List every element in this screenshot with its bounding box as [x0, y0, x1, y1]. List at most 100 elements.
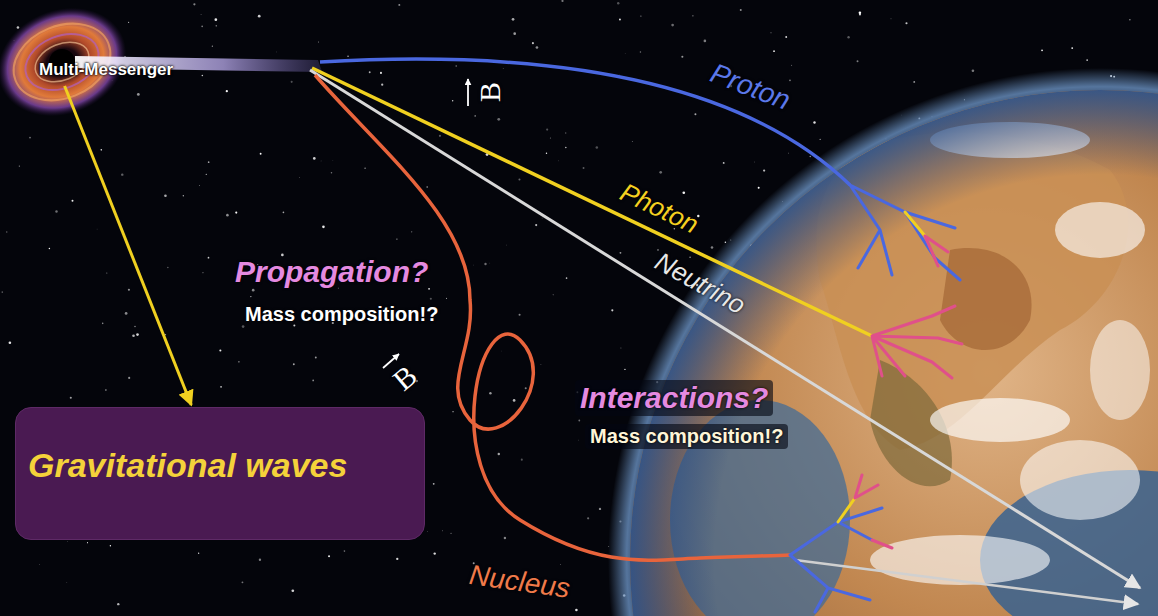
node-text: Gravitational waves [28, 446, 347, 485]
question-heading: Propagation? [235, 255, 428, 289]
question-note: Mass composition!? [585, 424, 788, 449]
star [596, 146, 599, 149]
star [497, 118, 500, 121]
star [518, 178, 520, 180]
star [740, 9, 742, 11]
star [315, 357, 317, 359]
star [283, 212, 285, 214]
star [67, 541, 69, 543]
star [789, 79, 791, 81]
star [193, 3, 195, 5]
star [809, 156, 810, 157]
star [344, 550, 346, 552]
messenger-arrow [65, 86, 192, 405]
star [489, 262, 491, 264]
star [512, 18, 515, 21]
star [212, 46, 213, 47]
star [532, 42, 534, 44]
star [427, 531, 429, 533]
star [235, 211, 237, 213]
star [198, 553, 199, 554]
field-symbol: B [386, 359, 423, 398]
star [434, 552, 436, 554]
earth-rim [630, 90, 1158, 616]
star [328, 555, 330, 557]
star [128, 377, 130, 379]
star [1071, 47, 1073, 49]
star [17, 26, 20, 29]
star [260, 153, 262, 155]
star [671, 24, 674, 27]
star [87, 542, 88, 543]
star [504, 537, 506, 539]
star [331, 172, 333, 174]
star [913, 81, 915, 83]
star [96, 228, 98, 230]
star [451, 533, 452, 534]
star [857, 60, 859, 62]
star [439, 135, 441, 137]
star [785, 36, 787, 38]
star [498, 453, 500, 455]
star [905, 22, 907, 24]
star [773, 50, 775, 52]
star [546, 129, 548, 131]
star [501, 350, 503, 352]
star [560, 563, 562, 565]
star [758, 187, 760, 189]
star [105, 389, 106, 390]
star [117, 603, 119, 605]
star [206, 174, 207, 175]
star [215, 18, 218, 21]
star [332, 160, 334, 162]
star [200, 13, 202, 15]
star [242, 325, 245, 328]
star [411, 231, 412, 232]
star [1, 291, 3, 293]
star [219, 349, 221, 351]
star [631, 141, 633, 143]
star [541, 217, 543, 219]
star [566, 277, 568, 279]
star [546, 153, 547, 154]
star [312, 380, 314, 382]
star [617, 2, 619, 4]
atmosphere-glow [608, 68, 1158, 616]
star [347, 56, 348, 57]
star [788, 152, 790, 154]
star [620, 252, 622, 254]
star [9, 341, 12, 344]
star [624, 369, 625, 370]
star [201, 26, 203, 28]
star [128, 22, 129, 23]
star [49, 248, 50, 249]
star [455, 65, 457, 67]
star [502, 67, 504, 69]
star [396, 558, 398, 560]
star [624, 53, 626, 55]
gravitational-wave-box: Gravitational waves [15, 407, 425, 540]
photon-shower [872, 306, 962, 378]
star [433, 483, 435, 485]
star [29, 137, 31, 139]
star [208, 161, 210, 163]
star [137, 334, 139, 336]
star [791, 64, 793, 66]
star [540, 364, 542, 366]
star [599, 508, 601, 510]
star [813, 121, 815, 123]
star [659, 171, 662, 174]
star [381, 84, 383, 86]
star [396, 238, 397, 239]
star [711, 246, 714, 249]
star [369, 71, 371, 73]
star [763, 169, 765, 171]
star [1129, 19, 1131, 21]
star [71, 200, 73, 202]
star [320, 160, 322, 162]
star [102, 323, 104, 325]
star [640, 51, 641, 52]
star [398, 4, 400, 6]
star [754, 161, 756, 163]
star [619, 19, 621, 21]
